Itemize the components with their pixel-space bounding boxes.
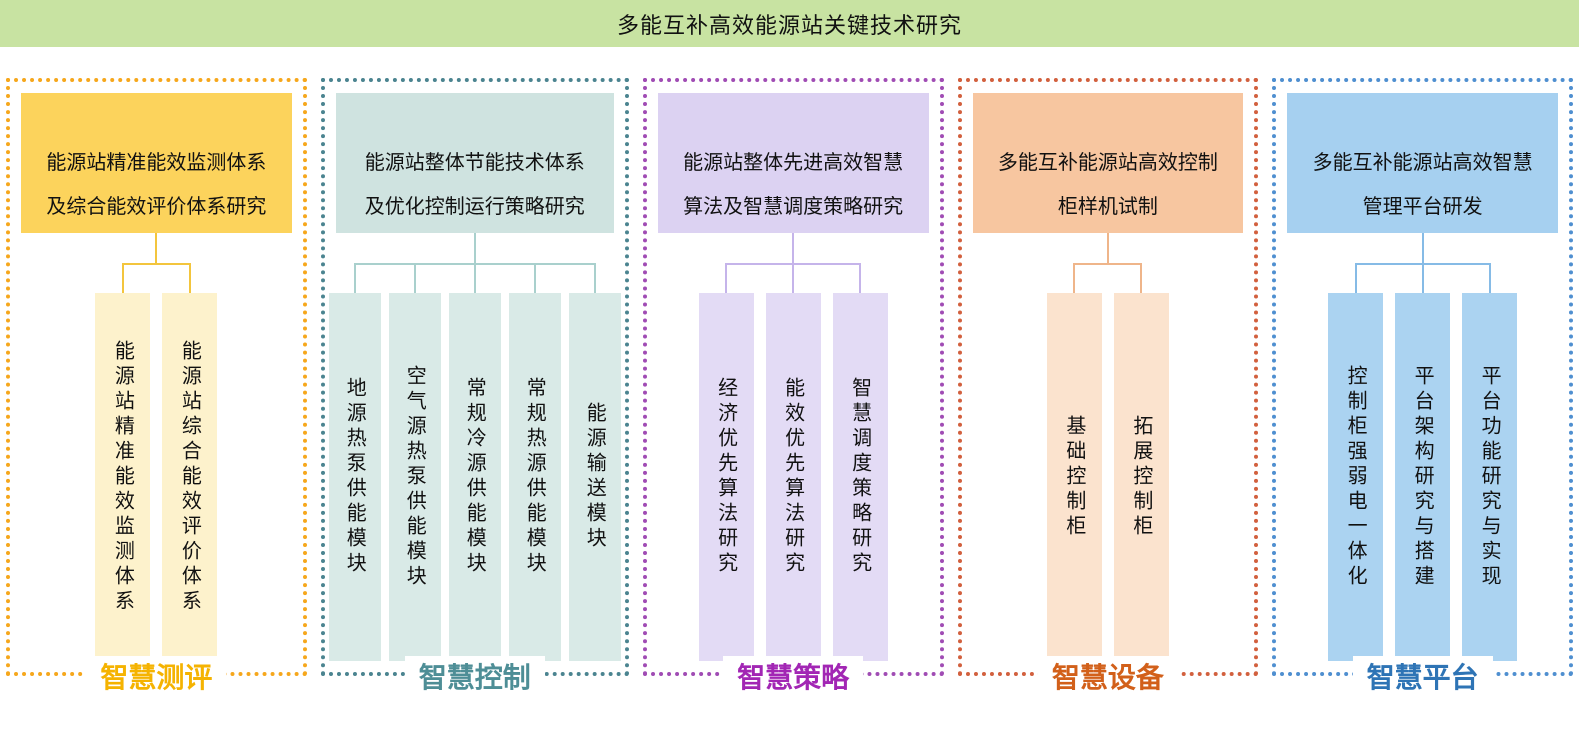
sub-box-wrap: 常规冷源供能模块 [444,263,505,661]
sub-box: 能源输送模块 [568,293,621,661]
sub-box-text: 能源输送模块 [583,402,606,552]
connector-riser [792,263,795,293]
column-label-text: 智慧测评 [100,662,213,693]
connector-stem [155,233,158,263]
column-smart-strategy: 能源站整体先进高效智慧 算法及智慧调度策略研究 经济优先算法研究 能效优先算法研… [642,78,944,696]
connector-riser [859,263,862,293]
sub-box: 平台架构研究与搭建 [1395,293,1451,661]
sub-box-text: 能源站精准能效监测体系 [111,339,134,615]
sub-box-text: 空气源热泵供能模块 [403,364,426,590]
sub-box: 拓展控制柜 [1113,293,1169,661]
sub-box: 平台功能研究与实现 [1462,293,1518,661]
connector-riser [1421,263,1424,293]
sub-box: 经济优先算法研究 [698,293,754,661]
connector-riser [1073,263,1076,293]
connector-riser [1140,263,1143,293]
sub-box-text: 基础控制柜 [1062,414,1085,540]
connector-riser [353,263,356,293]
column-header-text: 多能互补能源站高效控制 柜样机试制 [997,152,1218,218]
column-smart-platform: 多能互补能源站高效智慧 管理平台研发 控制柜强弱电一体化 平台架构研究与搭建 平… [1272,78,1573,696]
connector-stem [1421,233,1424,263]
banner-title: 多能互补高效能源站关键技术研究 [616,12,962,38]
sub-box: 能效优先算法研究 [765,293,821,661]
column-label-text: 智慧策略 [737,662,850,693]
sub-box-text: 常规热源供能模块 [523,377,546,577]
column-smart-evaluation: 能源站精准能效监测体系 及综合能效评价体系研究 能源站精准能效监测体系 能源站综… [6,78,307,696]
sub-box-wrap: 基础控制柜 [1041,263,1108,661]
column-label-smart-control: 智慧控制 [404,656,545,696]
sub-box: 控制柜强弱电一体化 [1328,293,1384,661]
sub-box: 基础控制柜 [1046,293,1102,661]
sub-box-wrap: 平台架构研究与搭建 [1389,263,1457,661]
connector-riser [1488,263,1491,293]
column-smart-equipment: 多能互补能源站高效控制 柜样机试制 基础控制柜 拓展控制柜 智慧设备 [957,78,1259,696]
sub-boxes-row: 经济优先算法研究 能效优先算法研究 智慧调度策略研究 [647,263,940,661]
sub-box: 常规冷源供能模块 [448,293,501,661]
connector-stem [1106,233,1109,263]
sub-box-wrap: 常规热源供能模块 [504,263,565,661]
sub-box: 能源站精准能效监测体系 [95,293,151,661]
sub-box: 地源热泵供能模块 [328,293,381,661]
connector-riser [1354,263,1357,293]
sub-boxes-row: 能源站精准能效监测体系 能源站综合能效评价体系 [10,263,303,661]
column-smart-control: 能源站整体节能技术体系 及优化控制运行策略研究 地源热泵供能模块 空气源热泵供能… [320,78,629,696]
sub-box-text: 控制柜强弱电一体化 [1344,364,1367,590]
sub-box-text: 拓展控制柜 [1129,414,1152,540]
sub-box-text: 平台架构研究与搭建 [1411,364,1434,590]
sub-box-wrap: 经济优先算法研究 [693,263,760,661]
column-header-text: 能源站精准能效监测体系 及综合能效评价体系研究 [46,152,267,218]
sub-box-text: 地源热泵供能模块 [343,377,366,577]
connector-riser [188,263,191,293]
sub-box-wrap: 平台功能研究与实现 [1456,263,1523,661]
column-label-smart-strategy: 智慧策略 [723,656,864,696]
connector-riser [533,263,536,293]
sub-boxes-row: 控制柜强弱电一体化 平台架构研究与搭建 平台功能研究与实现 [1276,263,1569,661]
sub-box: 智慧调度策略研究 [832,293,888,661]
column-label-smart-evaluation: 智慧测评 [86,656,227,696]
connector-riser [593,263,596,293]
sub-box-wrap: 地源热泵供能模块 [325,263,385,661]
sub-box-wrap: 能源站精准能效监测体系 [89,263,157,661]
connector-riser [473,263,476,293]
column-header-box: 能源站精准能效监测体系 及综合能效评价体系研究 [21,93,292,233]
sub-boxes-row: 地源热泵供能模块 空气源热泵供能模块 常规冷源供能模块 常规热源供能模块 能源输… [325,263,625,661]
connector-riser [725,263,728,293]
sub-box-text: 能效优先算法研究 [781,377,804,577]
connector-stem [473,233,476,263]
connector-riser [413,263,416,293]
sub-box-wrap: 控制柜强弱电一体化 [1322,263,1390,661]
sub-box-text: 平台功能研究与实现 [1478,364,1501,590]
column-label-text: 智慧平台 [1366,662,1479,693]
connector-riser [121,263,124,293]
connector-stem [792,233,795,263]
sub-box-text: 智慧调度策略研究 [848,377,871,577]
column-header-text: 能源站整体节能技术体系 及优化控制运行策略研究 [364,152,585,218]
sub-box: 能源站综合能效评价体系 [162,293,218,661]
sub-boxes-row: 基础控制柜 拓展控制柜 [962,263,1255,661]
sub-box-wrap: 能源输送模块 [564,263,625,661]
sub-box-text: 能源站综合能效评价体系 [178,339,201,615]
sub-box-text: 经济优先算法研究 [714,377,737,577]
columns-container: 能源站精准能效监测体系 及综合能效评价体系研究 能源站精准能效监测体系 能源站综… [6,78,1573,696]
column-label-smart-equipment: 智慧设备 [1037,656,1178,696]
column-header-text: 多能互补能源站高效智慧 管理平台研发 [1312,152,1533,218]
sub-box-wrap: 能源站综合能效评价体系 [156,263,223,661]
banner: 多能互补高效能源站关键技术研究 [0,0,1579,47]
column-header-box: 能源站整体先进高效智慧 算法及智慧调度策略研究 [657,93,929,233]
sub-box-text: 常规冷源供能模块 [463,377,486,577]
column-label-text: 智慧设备 [1051,662,1164,693]
column-label-smart-platform: 智慧平台 [1352,656,1493,696]
sub-box-wrap: 能效优先算法研究 [759,263,827,661]
sub-box-wrap: 空气源热泵供能模块 [384,263,445,661]
column-header-text: 能源站整体先进高效智慧 算法及智慧调度策略研究 [683,152,904,218]
column-header-box: 能源站整体节能技术体系 及优化控制运行策略研究 [335,93,614,233]
sub-box-wrap: 智慧调度策略研究 [826,263,894,661]
column-header-box: 多能互补能源站高效控制 柜样机试制 [972,93,1244,233]
column-header-box: 多能互补能源站高效智慧 管理平台研发 [1287,93,1558,233]
sub-box: 常规热源供能模块 [508,293,561,661]
column-label-text: 智慧控制 [418,662,531,693]
sub-box: 空气源热泵供能模块 [388,293,441,661]
sub-box-wrap: 拓展控制柜 [1107,263,1175,661]
